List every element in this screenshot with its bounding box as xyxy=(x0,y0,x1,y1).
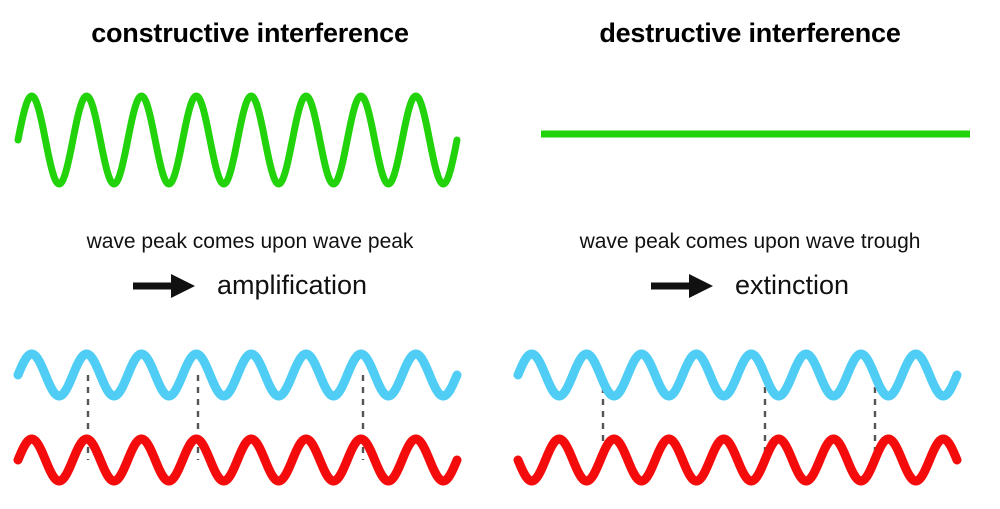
component-waves-svg-destructive xyxy=(513,349,962,486)
panel-constructive-interference: constructive interference wave peak come… xyxy=(0,18,500,500)
red-sine-path xyxy=(13,434,462,486)
right-arrow-icon xyxy=(132,273,195,298)
outcome-row-destructive: extinction xyxy=(500,272,1000,299)
outcome-row-constructive: amplification xyxy=(0,272,500,299)
component-waves-destructive xyxy=(500,330,1000,500)
right-arrow-icon xyxy=(650,273,713,298)
outcome-label-constructive: amplification xyxy=(216,270,368,300)
resultant-wave-destructive xyxy=(500,78,1000,208)
component-waves-svg-constructive xyxy=(13,349,462,486)
panel-title-destructive: destructive interference xyxy=(599,18,901,48)
component-waves-constructive xyxy=(0,330,500,500)
panel-destructive-interference: destructive interference wave peak comes… xyxy=(500,0,1000,509)
blue-sine-path xyxy=(513,349,962,401)
red-sine-path xyxy=(513,434,962,486)
panel-title-constructive: constructive interference xyxy=(91,18,409,48)
connector-lines-destructive xyxy=(601,375,877,460)
caption-constructive: wave peak comes upon wave peak xyxy=(86,230,414,253)
green-sine-path xyxy=(14,92,461,188)
outcome-label-destructive: extinction xyxy=(734,270,850,300)
resultant-wave-constructive xyxy=(0,78,500,208)
resultant-green-line-svg xyxy=(541,130,970,138)
resultant-green-sine-svg xyxy=(14,92,461,188)
caption-destructive: wave peak comes upon wave trough xyxy=(579,230,921,253)
connector-lines-constructive xyxy=(86,375,365,460)
blue-sine-path xyxy=(13,349,462,401)
